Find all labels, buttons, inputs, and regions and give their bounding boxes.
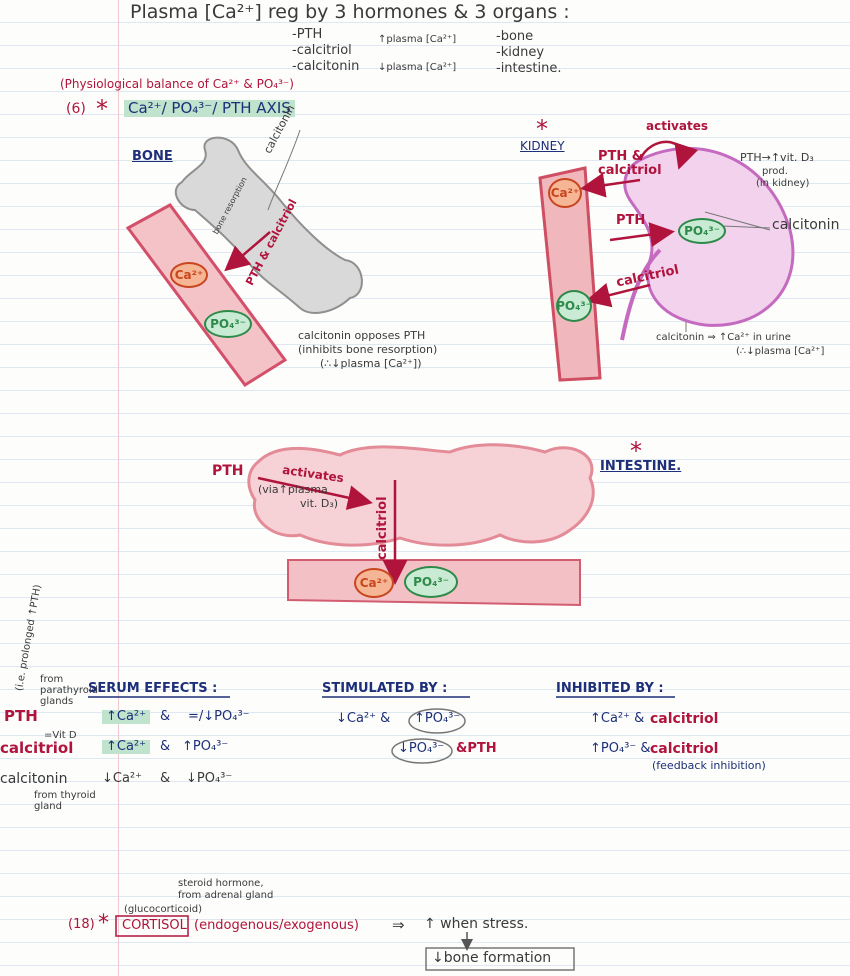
inhib-row1-a: ↑Ca²⁺ &: [590, 711, 645, 726]
intestine-via-line2: vit. D₃): [300, 497, 339, 510]
kidney-star-icon: *: [536, 115, 548, 143]
organ-intestine: -intestine.: [496, 61, 562, 76]
kidney-side-note-line3: (in kidney): [756, 178, 810, 189]
inhib-row2-a: ↑PO₄³⁻ &: [590, 741, 651, 756]
row-pth-serum-a: ↑Ca²⁺: [102, 709, 151, 725]
intestine-pth-label: PTH: [212, 463, 244, 479]
row-pth-serum-b: =/↓PO₄³⁻: [188, 709, 250, 724]
hormone-calcitriol: -calcitriol: [292, 43, 352, 58]
row-calcitriol-serum-b: ↑PO₄³⁻: [182, 739, 229, 754]
kidney-activates-label: activates: [646, 119, 708, 133]
kidney-calcitonin-label: calcitonin: [772, 217, 840, 233]
bone-pth-arrow: [224, 231, 271, 272]
row-pth-hormone: PTH: [4, 707, 38, 725]
intestine-pth-arrow: [257, 476, 373, 510]
row-calcitriol-hormone: calcitriol: [0, 739, 74, 757]
bone-shape-icon: [175, 136, 363, 314]
inhibited-by-header: INHIBITED BY :: [556, 681, 664, 696]
cortisol-box: [115, 915, 189, 937]
kidney-pth-calcitriol-label: PTH & calcitriol: [598, 149, 662, 179]
inhib-row1-b: calcitriol: [650, 711, 719, 727]
stim-row1-a: ↓Ca²⁺ &: [336, 711, 391, 726]
row-calcitonin-serum-amp: &: [160, 771, 171, 786]
cortisol-stress: ↑ when stress.: [424, 916, 529, 932]
inhib-row2-note: (feedback inhibition): [652, 759, 766, 772]
kidney-po2-oval: PO₄³⁻: [556, 290, 592, 322]
intestine-via-line1: (via↑plasma: [258, 483, 328, 496]
stimulated-by-header: STIMULATED BY :: [322, 681, 448, 696]
steroid-note-line1: steroid hormone,: [178, 878, 264, 889]
kidney-heading: KIDNEY: [520, 139, 565, 153]
intestine-heading: INTESTINE.: [600, 459, 682, 474]
organ-kidney: -kidney: [496, 45, 545, 60]
row-calcitriol-serum-amp: &: [160, 739, 171, 754]
row-pth-serum-amp: &: [160, 709, 171, 724]
bone-po-oval: PO₄³⁻: [204, 310, 252, 338]
intestine-ca-oval: Ca²⁺: [354, 568, 394, 598]
section6-star-icon: *: [96, 95, 108, 123]
kidney-pth-label: PTH: [616, 213, 646, 228]
bone-formation-box: [425, 947, 575, 971]
section6-subtitle: (Physiological balance of Ca²⁺ & PO₄³⁻): [60, 77, 294, 91]
section6-title: Ca²⁺/ PO₄³⁻/ PTH AXIS: [124, 100, 295, 117]
stim-row2-a: ↓PO₄³⁻: [398, 741, 445, 756]
intestine-po-oval: PO₄³⁻: [404, 566, 458, 598]
hormone-calcitonin: -calcitonin: [292, 59, 360, 74]
kidney-calcitonin-pointer-2: [704, 211, 771, 231]
kidney-arrow-pth: [609, 222, 675, 248]
bone-note-line1: calcitonin opposes PTH: [298, 329, 426, 342]
kidney-ca-oval: Ca²⁺: [548, 178, 582, 208]
steroid-note-line2: from adrenal gland: [178, 890, 274, 901]
kidney-arrow-ca: [580, 172, 641, 198]
bone-heading: BONE: [132, 149, 173, 164]
hormones-up-note: ↑plasma [Ca²⁺]: [378, 34, 457, 45]
glucocorticoid-note: (glucocorticoid): [124, 904, 203, 915]
kidney-activates-arrow: [638, 140, 699, 170]
vitd-note: =Vit D: [44, 730, 77, 741]
stim-row1-b: ↑PO₄³⁻: [414, 711, 461, 726]
section6-number: (6): [66, 101, 86, 117]
bone-ca-oval: Ca²⁺: [170, 262, 208, 288]
bone-blood-vessel: [125, 203, 288, 388]
stim-circle-2: [391, 738, 453, 764]
intestine-calcitriol-label: calcitriol: [375, 496, 390, 560]
stim-circle-1: [408, 708, 466, 734]
serum-effects-header: SERUM EFFECTS :: [88, 681, 218, 696]
kidney-side-note-line1: PTH→↑vit. D₃: [740, 151, 814, 164]
section18-star-icon: *: [98, 911, 109, 936]
kidney-bottom-note-line2: (∴↓plasma [Ca²⁺]: [736, 346, 825, 357]
bone-note-line2: (inhibits bone resorption): [298, 343, 438, 356]
hormone-pth: -PTH: [292, 27, 323, 42]
stim-row2-b: &PTH: [456, 741, 497, 756]
from-parathyroid-note: from parathyroid glands: [40, 674, 99, 707]
bone-formation-label: ↓bone formation: [432, 950, 552, 966]
row-calcitonin-serum-b: ↓PO₄³⁻: [186, 771, 233, 786]
header-title: Plasma [Ca²⁺] reg by 3 hormones & 3 orga…: [130, 1, 570, 23]
kidney-blood-vessel: [538, 166, 602, 382]
bone-note-line3: (∴↓plasma [Ca²⁺]): [320, 357, 422, 370]
row-calcitonin-hormone: calcitonin: [0, 771, 68, 787]
row-calcitonin-serum-a: ↓Ca²⁺: [102, 771, 143, 786]
cortisol-label: CORTISOL: [122, 918, 187, 933]
section18-number: (18): [68, 917, 95, 932]
intestine-wall: [247, 443, 595, 547]
cortisol-arrow: ⇒: [392, 916, 405, 934]
kidney-side-note-line2: prod.: [762, 166, 788, 177]
cortisol-origin: (endogenous/exogenous): [194, 918, 359, 933]
kidney-arrow-calcitriol: [585, 283, 651, 308]
bone-calcitonin-pointer: [267, 129, 301, 211]
intestine-star-icon: *: [630, 437, 642, 465]
row-calcitriol-serum-a: ↑Ca²⁺: [102, 739, 151, 755]
organ-bone: -bone: [496, 29, 534, 44]
hormones-down-note: ↓plasma [Ca²⁺]: [378, 62, 457, 73]
kidney-bottom-note-line1: calcitonin ⇒ ↑Ca²⁺ in urine: [656, 332, 791, 343]
inhib-row2-b: calcitriol: [650, 741, 719, 757]
notebook-margin-line: [118, 0, 119, 976]
kidney-po-oval: PO₄³⁻: [678, 218, 726, 244]
from-thyroid-note: from thyroid gland: [34, 790, 96, 812]
